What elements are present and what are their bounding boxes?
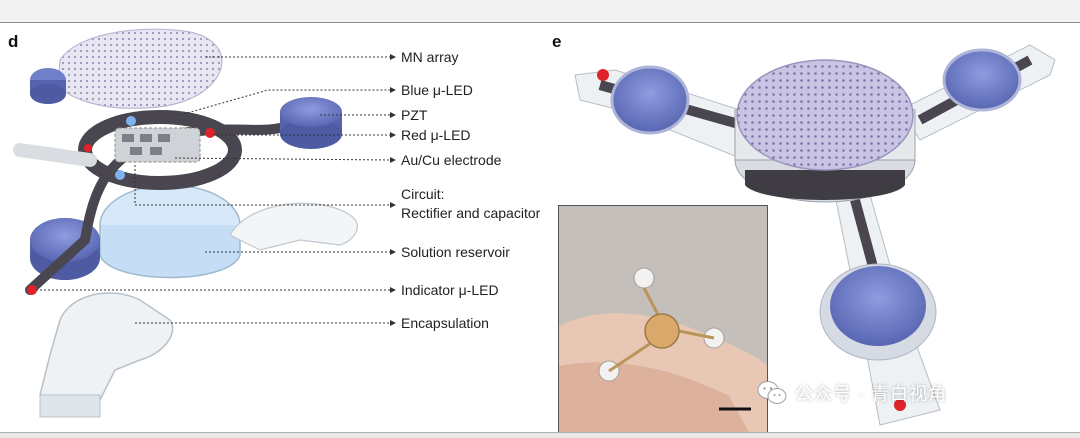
label-indicator-led: Indicator μ-LED (401, 282, 499, 298)
leader-arrowheads (390, 54, 396, 326)
mn-array-plate (30, 28, 223, 109)
label-encapsulation: Encapsulation (401, 315, 489, 331)
device-photo-inset (558, 205, 768, 433)
wechat-icon (757, 381, 787, 404)
label-mn-array: MN array (401, 49, 459, 65)
bottom-frame-border (0, 432, 1080, 438)
label-red-led: Red μ-LED (401, 127, 471, 143)
label-circuit-detail: Rectifier and capacitor (401, 205, 541, 221)
label-electrode: Au/Cu electrode (401, 152, 502, 168)
panel-e-letter: e (552, 32, 562, 51)
leader-lines (36, 56, 391, 324)
label-reservoir: Solution reservoir (401, 244, 510, 260)
label-pzt: PZT (401, 107, 428, 123)
indicator-led-dot (27, 285, 37, 295)
encapsulation-layer (39, 292, 174, 418)
top-frame-border (0, 0, 1080, 23)
watermark: 公众号 · 青白视角 (757, 376, 947, 410)
pzt-disc-right (280, 97, 342, 149)
red-led-dot-2 (84, 144, 92, 152)
blue-led-dot-2 (115, 170, 125, 180)
label-circuit: Circuit: (401, 186, 445, 202)
solution-reservoir (99, 184, 358, 279)
assembled-device (574, 44, 1056, 426)
panel-d-letter: d (8, 32, 19, 51)
red-led-dot (205, 128, 215, 138)
watermark-text: 公众号 · 青白视角 (795, 384, 947, 404)
photo-illustration (559, 206, 767, 432)
blue-led-dot (126, 116, 136, 126)
label-blue-led: Blue μ-LED (401, 82, 473, 98)
